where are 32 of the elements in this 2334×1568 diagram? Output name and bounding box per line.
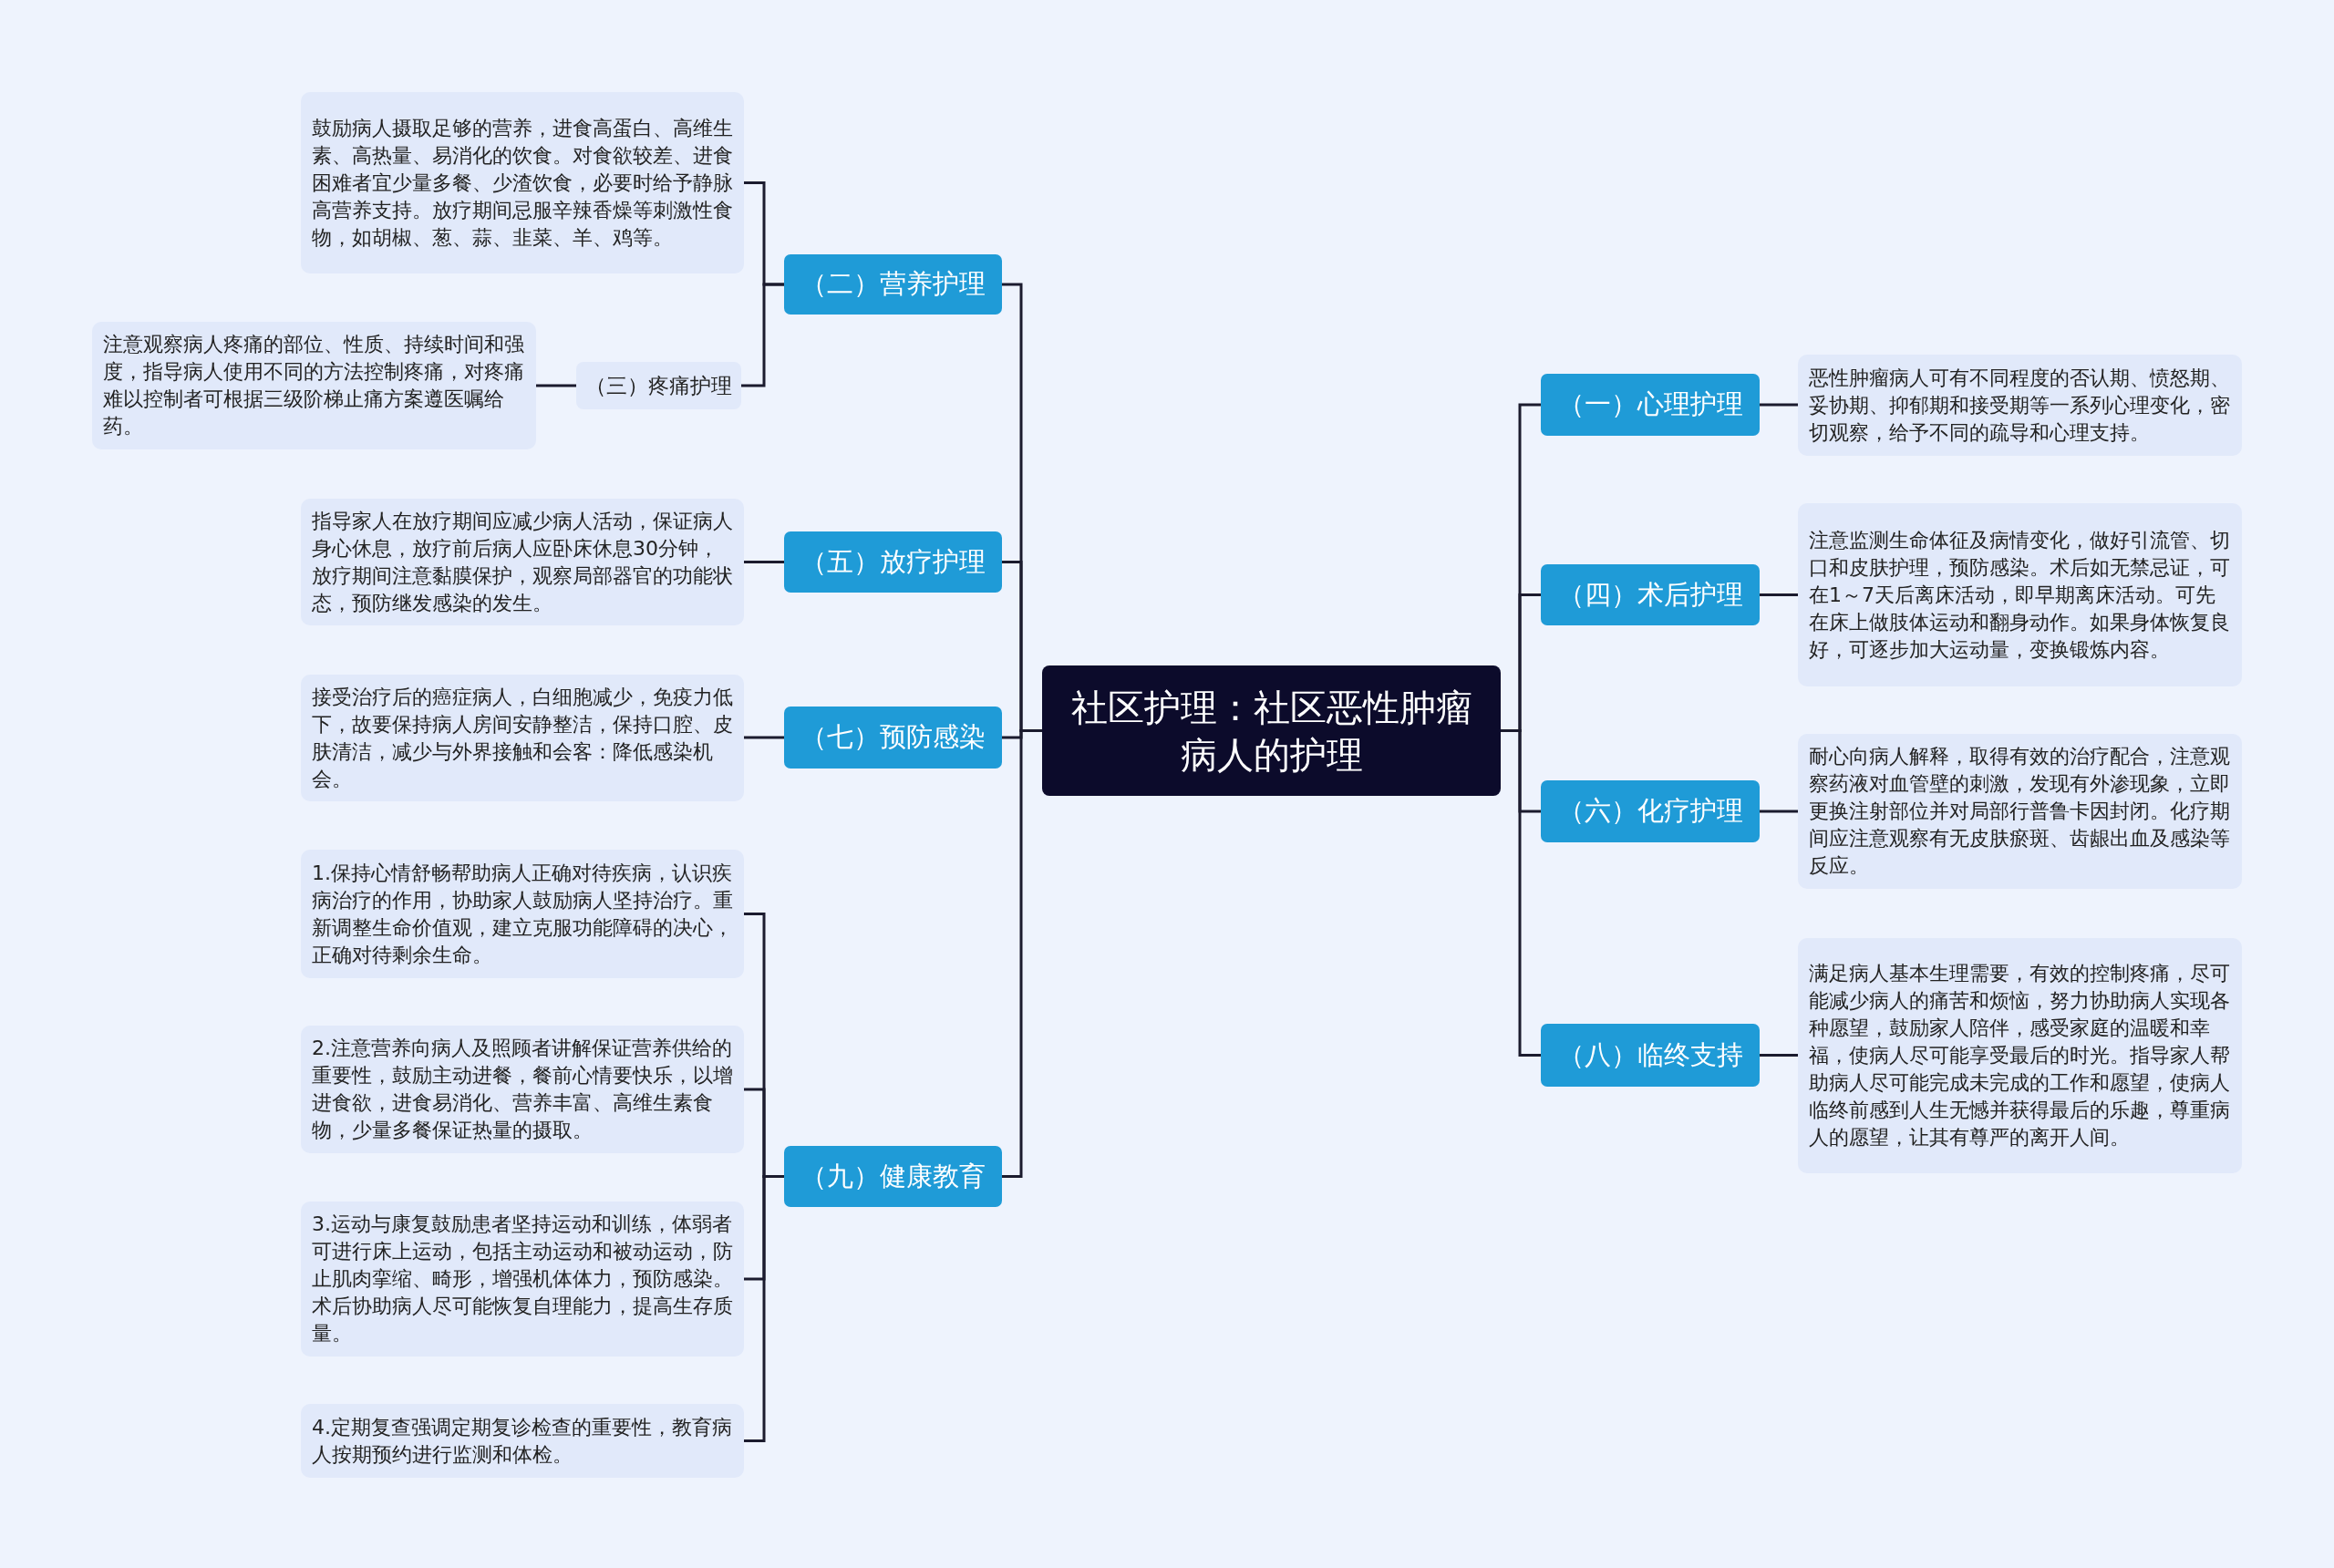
connector-line [1760, 810, 1798, 813]
note-card: 1.保持心情舒畅帮助病人正确对待疾病，认识疾病治疗的作用，协助家人鼓励病人坚持治疗。重新调整生命价值观，建立克服功能障碍的决心，正确对待剩余生命。 [301, 850, 744, 978]
note-card: 4.定期复查强调定期复诊检查的重要性，教育病人按期预约进行监测和体检。 [301, 1404, 744, 1478]
note-card: 耐心向病人解释，取得有效的治疗配合，注意观察药液对血管壁的刺激，发现有外渗现象，立即更换注射部位并对局部行普鲁卡因封闭。化疗期间应注意观察有无皮肤瘀斑、齿龈出血及感染等反应。 [1798, 734, 2242, 889]
note-card: 恶性肿瘤病人可有不同程度的否认期、愤怒期、妥协期、抑郁期和接受期等一系列心理变化，密切观察，给予不同的疏导和心理支持。 [1798, 355, 2242, 456]
connector-line [1760, 403, 1798, 407]
connector-line [1760, 593, 1798, 596]
branch-box: （五）放疗护理 [784, 531, 1002, 593]
connector-line [744, 561, 784, 563]
note-card: 满足病人基本生理需要，有效的控制疼痛，尽可能减少病人的痛苦和烦恼，努力协助病人实现各种愿望，鼓励家人陪伴，感受家庭的温暖和幸福，使病人尽可能享受最后的时光。指导家人帮助病人尽可能完成未完成的工作和愿望，使病人临终前感到人生无憾并获得最后的乐趣，尊重病人的愿望，让其有尊严的离开人间。 [1798, 938, 2242, 1173]
note-card: 接受治疗后的癌症病人，白细胞减少，免疫力低下，故要保持病人房间安静整洁，保持口腔、皮肤清洁，减少与外界接触和会客：降低感染机会。 [301, 675, 744, 801]
branch-box: （六）化疗护理 [1541, 780, 1760, 842]
note-card: 注意监测生命体征及病情变化，做好引流管、切口和皮肤护理，预防感染。术后如无禁忌证，可在1～7天后离床活动，即早期离床活动。可先在床上做肢体运动和翻身动作。如果身体恢复良好，可逐步加大运动量，变换锻炼内容。 [1798, 503, 2242, 686]
branch-box: （二）营养护理 [784, 254, 1002, 315]
connector-line [536, 384, 576, 387]
note-card: 3.运动与康复鼓励患者坚持运动和训练，体弱者可进行床上运动，包括主动运动和被动运动，防止肌肉挛缩、畸形，增强机体体力，预防感染。术后协助病人尽可能恢复自理能力，提高生存质量。 [301, 1202, 744, 1357]
connector-line [741, 283, 784, 387]
connector-line [744, 736, 784, 739]
branch-box: （七）预防感染 [784, 707, 1002, 769]
subtopic-box: （三）疼痛护理 [576, 362, 741, 409]
note-card: 注意观察病人疼痛的部位、性质、持续时间和强度，指导病人使用不同的方法控制疼痛，对疼痛难以控制者可根据三级阶梯止痛方案遵医嘱给药。 [92, 322, 536, 449]
branch-box: （九）健康教育 [784, 1146, 1002, 1207]
branch-box: （八）临终支持 [1541, 1024, 1760, 1087]
branch-box: （四）术后护理 [1541, 564, 1760, 625]
note-card: 鼓励病人摄取足够的营养，进食高蛋白、高维生素、高热量、易消化的饮食。对食欲较差、进食困难者宜少量多餐、少渣饮食，必要时给予静脉高营养支持。放疗期间忌服辛辣香燥等刺激性食物，如胡椒、葱、蒜、韭菜、羊、鸡等。 [301, 92, 744, 273]
note-card: 指导家人在放疗期间应减少病人活动，保证病人身心休息，放疗前后病人应卧床休息30分钟，放疗期间注意黏膜保护，观察局部器官的功能状态，预防继发感染的发生。 [301, 499, 744, 625]
note-card: 2.注意营养向病人及照顾者讲解保证营养供给的重要性，鼓励主动进餐，餐前心情要快乐，以增进食欲，进食易消化、营养丰富、高维生素食物，少量多餐保证热量的摄取。 [301, 1026, 744, 1153]
branch-box: （一）心理护理 [1541, 374, 1760, 436]
connector-line [744, 1175, 784, 1442]
central-topic-box: 社区护理：社区恶性肿瘤病人的护理 [1042, 665, 1501, 796]
connector-line [1501, 729, 1541, 1057]
connector-line [1760, 1054, 1798, 1057]
